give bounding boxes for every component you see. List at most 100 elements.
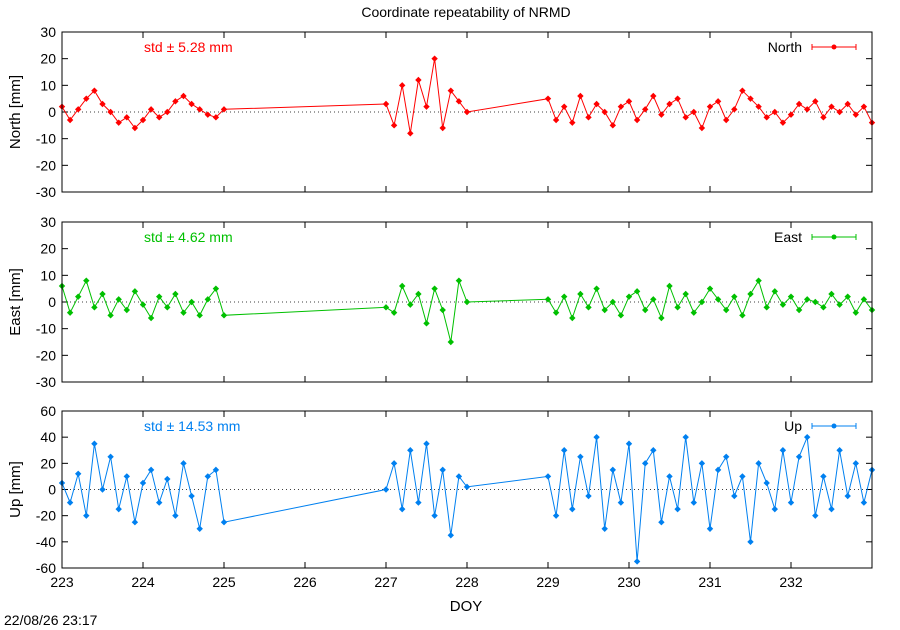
data-point	[771, 288, 778, 295]
data-point	[795, 100, 803, 108]
x-tick-label: 223	[50, 574, 74, 590]
data-point	[706, 525, 714, 532]
x-tick-label: 228	[455, 574, 479, 590]
x-axis-label: DOY	[450, 598, 483, 615]
data-point	[739, 473, 746, 480]
data-point	[147, 466, 155, 474]
data-point	[139, 301, 147, 308]
data-point	[164, 475, 171, 483]
data-point	[180, 309, 187, 316]
data-point	[739, 312, 746, 319]
data-point	[577, 290, 584, 298]
data-point	[131, 288, 139, 295]
data-point	[666, 282, 673, 290]
data-point	[852, 460, 859, 467]
data-point	[755, 460, 762, 467]
data-point	[204, 111, 211, 118]
data-point	[156, 499, 163, 506]
data-point	[755, 103, 762, 110]
data-point	[658, 519, 665, 526]
y-tick-label: -30	[36, 374, 56, 390]
data-point	[131, 519, 139, 526]
data-point	[561, 103, 568, 110]
data-point	[763, 479, 770, 487]
data-point	[447, 87, 454, 94]
legend-marker	[831, 234, 837, 240]
data-point	[196, 312, 203, 319]
legend-label: Up	[784, 418, 802, 434]
data-point	[220, 106, 228, 113]
data-point	[407, 130, 414, 137]
data-point	[399, 282, 406, 290]
y-tick-label: 30	[40, 214, 56, 230]
data-point	[714, 296, 722, 303]
data-point	[66, 116, 74, 124]
data-point	[690, 499, 697, 506]
y-tick-label: 0	[48, 104, 56, 120]
data-point	[828, 505, 835, 513]
figure-title: Coordinate repeatability of NRMD	[361, 4, 570, 20]
data-point	[431, 512, 438, 519]
data-point	[642, 306, 649, 314]
data-point	[180, 92, 187, 100]
data-point	[714, 98, 722, 105]
data-point	[723, 453, 730, 460]
series-east	[58, 277, 876, 346]
data-point	[723, 116, 730, 124]
data-point	[642, 106, 649, 113]
data-point	[731, 106, 738, 113]
data-point	[779, 447, 787, 454]
data-point	[633, 116, 641, 124]
data-point	[164, 108, 171, 116]
x-tick-label: 231	[698, 574, 722, 590]
timestamp: 22/08/26 23:17	[4, 612, 98, 628]
data-point	[674, 304, 681, 311]
y-tick-label: -10	[36, 321, 56, 337]
data-point	[698, 298, 706, 306]
data-point	[544, 95, 552, 102]
data-point	[147, 314, 155, 322]
y-tick-label: 60	[40, 403, 56, 419]
data-point	[650, 447, 657, 454]
std-annotation: std ± 5.28 mm	[144, 39, 233, 55]
data-point	[617, 312, 625, 319]
data-point	[423, 103, 430, 110]
data-point	[812, 512, 819, 519]
data-point	[164, 304, 171, 311]
data-point	[585, 492, 592, 500]
data-point	[188, 100, 195, 108]
data-point	[431, 285, 438, 292]
data-point	[407, 301, 414, 308]
data-point	[787, 293, 795, 300]
data-point	[585, 114, 592, 121]
y-tick-label: -20	[36, 157, 56, 173]
x-tick-label: 229	[536, 574, 560, 590]
data-point	[698, 460, 706, 467]
data-point	[812, 298, 819, 306]
data-point	[852, 309, 859, 316]
data-point	[650, 296, 657, 303]
data-point	[723, 306, 730, 314]
data-point	[75, 470, 82, 477]
data-point	[123, 473, 130, 480]
std-annotation: std ± 14.53 mm	[144, 418, 240, 434]
data-point	[439, 124, 446, 132]
plot-frame	[61, 410, 873, 569]
y-tick-label: 10	[40, 267, 56, 283]
y-axis-label: North [mm]	[7, 75, 24, 149]
data-point	[99, 290, 106, 298]
data-point	[617, 499, 625, 506]
data-point	[212, 114, 220, 121]
data-point	[804, 106, 811, 113]
data-point	[633, 558, 641, 565]
data-point	[625, 440, 633, 447]
data-point	[463, 108, 471, 116]
data-point	[804, 296, 811, 303]
data-point	[196, 106, 203, 113]
data-point	[755, 277, 762, 284]
data-point	[820, 304, 827, 311]
